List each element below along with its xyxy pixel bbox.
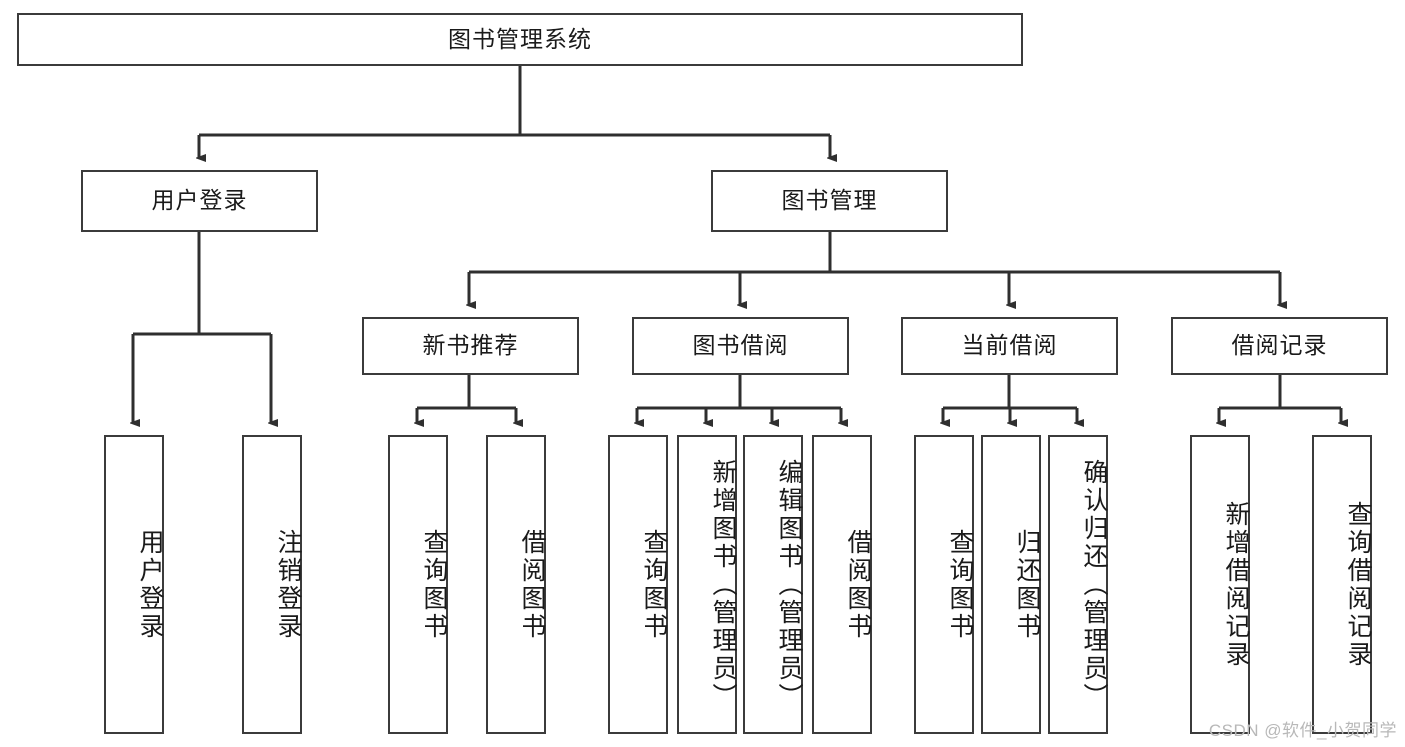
node-label: 注销登录 (274, 528, 302, 641)
node-label: 新增图书（管理员） (709, 458, 737, 711)
node-label: 当前借阅 (961, 332, 1058, 359)
leaf-newbook-borrow-book[interactable]: 借阅图书 (486, 435, 546, 734)
node-label: 查询图书 (946, 528, 974, 641)
leaf-current-query-book[interactable]: 查询图书 (914, 435, 974, 734)
node-label: 图书借阅 (692, 332, 789, 359)
node-label: 查询借阅记录 (1344, 500, 1372, 669)
node-label: 查询图书 (420, 528, 448, 641)
node-label: 借阅记录 (1231, 332, 1328, 359)
leaf-record-add-record[interactable]: 新增借阅记录 (1190, 435, 1250, 734)
leaf-borrow-query-book[interactable]: 查询图书 (608, 435, 668, 734)
node-borrow-record[interactable]: 借阅记录 (1171, 317, 1388, 375)
node-label: 新增借阅记录 (1222, 500, 1250, 669)
node-label: 图书管理 (781, 187, 878, 214)
node-label: 查询图书 (640, 528, 668, 641)
node-root-system[interactable]: 图书管理系统 (17, 13, 1023, 66)
node-label: 借阅图书 (844, 528, 872, 641)
node-label: 新书推荐 (422, 332, 519, 359)
leaf-borrow-edit-book-admin[interactable]: 编辑图书（管理员） (743, 435, 803, 734)
node-label: 借阅图书 (518, 528, 546, 641)
node-new-book-recommend[interactable]: 新书推荐 (362, 317, 579, 375)
node-label: 编辑图书（管理员） (775, 458, 803, 711)
node-label: 归还图书 (1013, 528, 1041, 641)
node-label: 用户登录 (136, 528, 164, 641)
leaf-borrow-add-book-admin[interactable]: 新增图书（管理员） (677, 435, 737, 734)
leaf-user-logout[interactable]: 注销登录 (242, 435, 302, 734)
node-book-borrow[interactable]: 图书借阅 (632, 317, 849, 375)
node-current-borrow[interactable]: 当前借阅 (901, 317, 1118, 375)
node-book-management-module[interactable]: 图书管理 (711, 170, 948, 232)
leaf-current-confirm-return-admin[interactable]: 确认归还（管理员） (1048, 435, 1108, 734)
leaf-borrow-lend-book[interactable]: 借阅图书 (812, 435, 872, 734)
node-label: 用户登录 (151, 187, 248, 214)
node-label: 确认归还（管理员） (1080, 458, 1108, 711)
leaf-user-login[interactable]: 用户登录 (104, 435, 164, 734)
node-user-login-module[interactable]: 用户登录 (81, 170, 318, 232)
leaf-current-return-book[interactable]: 归还图书 (981, 435, 1041, 734)
leaf-record-query-record[interactable]: 查询借阅记录 (1312, 435, 1372, 734)
node-label: 图书管理系统 (448, 25, 592, 52)
csdn-watermark: CSDN @软件_小贺同学 (1208, 721, 1397, 740)
leaf-newbook-query-book[interactable]: 查询图书 (388, 435, 448, 734)
